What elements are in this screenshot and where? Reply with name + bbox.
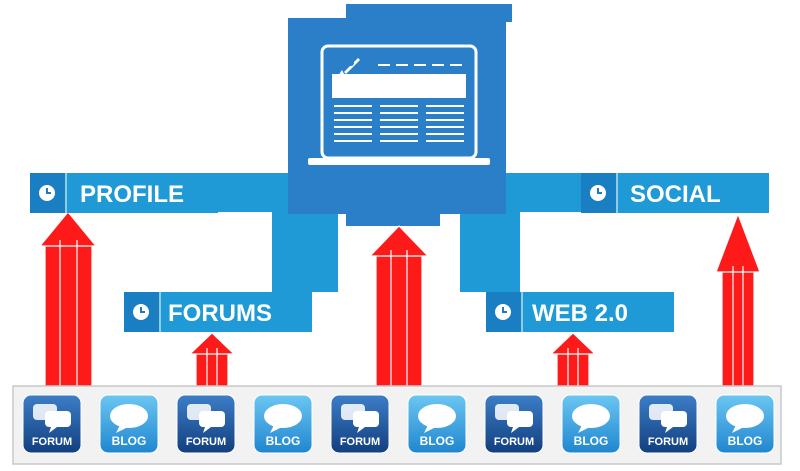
forum-icon: FORUM — [484, 394, 544, 454]
blog-icon: BLOG — [561, 394, 621, 454]
label-forums: FORUMS — [124, 292, 312, 332]
clock-icon — [495, 304, 511, 320]
connector-profile — [200, 173, 300, 212]
icon-caption: FORUM — [494, 436, 534, 448]
forum-icon: FORUM — [176, 394, 236, 454]
website-laptop-icon — [308, 44, 490, 165]
blog-icon: BLOG — [253, 394, 313, 454]
icon-caption: BLOG — [266, 434, 301, 448]
icon-caption: FORUM — [186, 436, 226, 448]
icon-caption: FORUM — [340, 436, 380, 448]
label-forums-text: FORUMS — [168, 300, 272, 327]
label-profile-text: PROFILE — [80, 181, 184, 208]
label-profile: PROFILE — [30, 173, 218, 213]
forum-icon: FORUM — [330, 394, 390, 454]
icon-caption: BLOG — [728, 434, 763, 448]
icon-caption: FORUM — [32, 436, 72, 448]
arrow-web20 — [549, 332, 597, 389]
connector-social — [500, 173, 590, 212]
forum-icon: FORUM — [638, 394, 698, 454]
arrow-center — [368, 225, 430, 389]
clock-icon — [39, 185, 55, 201]
website-hub — [288, 4, 512, 226]
blog-icon: BLOG — [407, 394, 467, 454]
icon-row: FORUM BLOG FORUM BLOG FORUM BLOG FORUM BLOG FORU… — [22, 394, 775, 454]
clock-icon — [133, 304, 149, 320]
connector-web20 — [460, 208, 520, 312]
clock-icon — [590, 185, 606, 201]
label-social: SOCIAL — [581, 173, 769, 213]
arrow-profile — [38, 211, 98, 389]
blog-icon: BLOG — [715, 394, 775, 454]
forum-icon: FORUM — [22, 394, 82, 454]
icon-caption: BLOG — [420, 434, 455, 448]
label-web20: WEB 2.0 — [486, 292, 674, 332]
connector-forums — [272, 208, 338, 312]
arrow-forums — [188, 332, 236, 389]
icon-caption: FORUM — [648, 436, 688, 448]
label-social-text: SOCIAL — [630, 181, 721, 208]
icon-caption: BLOG — [574, 434, 609, 448]
connectors — [200, 173, 590, 312]
label-web20-text: WEB 2.0 — [532, 300, 628, 327]
icon-caption: BLOG — [112, 434, 147, 448]
arrow-social — [715, 212, 761, 389]
hub-background — [288, 4, 512, 226]
arrows — [38, 211, 761, 389]
blog-icon: BLOG — [99, 394, 159, 454]
